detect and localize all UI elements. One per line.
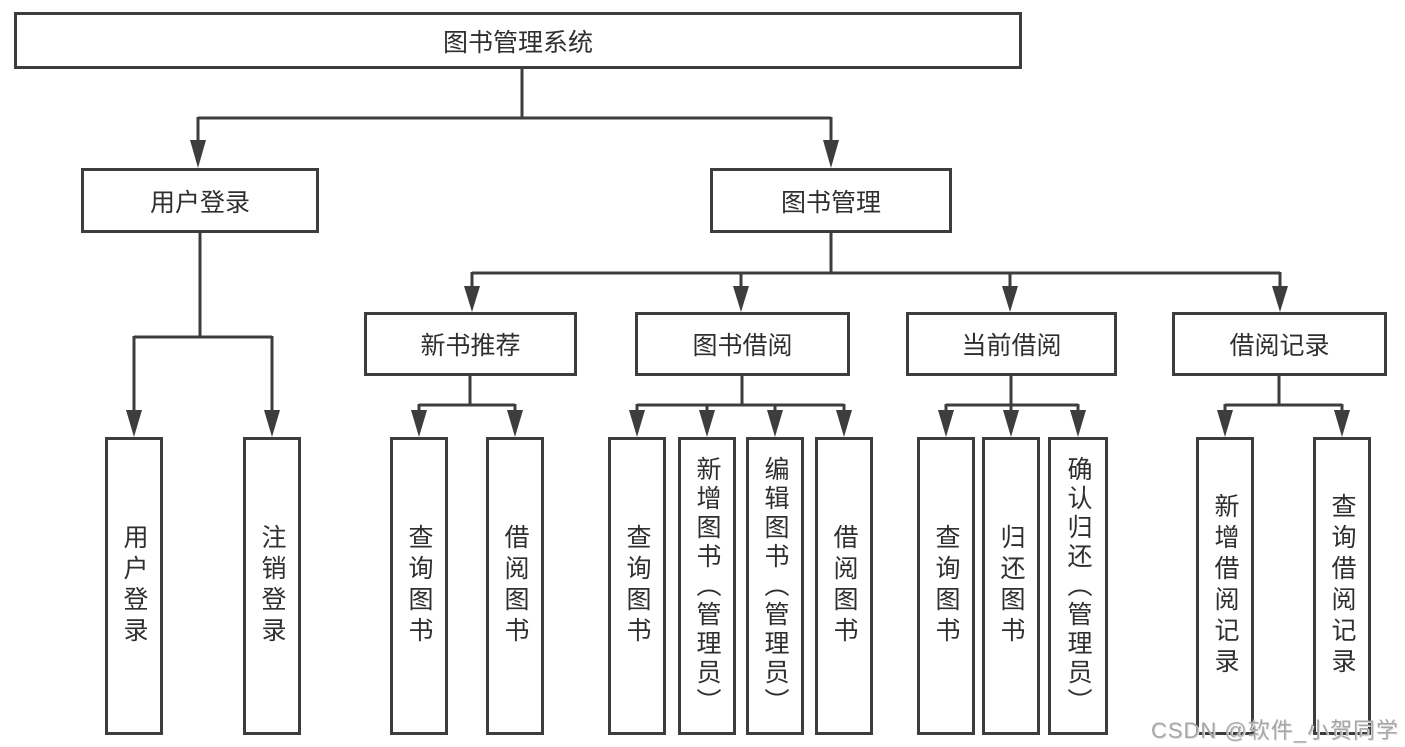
- node-borrowing-records: 借阅记录: [1172, 312, 1387, 376]
- leaf-query-book-current-label: 查询图书: [932, 524, 960, 648]
- leaf-borrow-book-recommend-label: 借阅图书: [501, 524, 529, 648]
- leaf-add-borrow-record-label: 新增借阅记录: [1211, 493, 1239, 679]
- leaf-return-book: 归还图书: [982, 437, 1040, 735]
- arrowheads-level2: [190, 140, 839, 168]
- leaf-add-book-admin: 新增图书（管理员）: [678, 437, 736, 735]
- connector-newbook-to-leaves: [417, 376, 517, 412]
- leaf-user-login: 用户登录: [105, 437, 163, 735]
- leaf-add-borrow-record: 新增借阅记录: [1196, 437, 1254, 735]
- csdn-watermark: CSDN @软件_小贺同学: [1150, 718, 1399, 743]
- node-new-book-recommend: 新书推荐: [364, 312, 577, 376]
- leaf-query-book-recommend: 查询图书: [390, 437, 448, 735]
- connector-borrowing-to-leaves: [635, 376, 846, 412]
- arrowheads-login-leaves: [126, 410, 280, 437]
- leaf-borrow-book-borrowing: 借阅图书: [815, 437, 873, 735]
- node-book-management: 图书管理: [710, 168, 952, 233]
- leaf-logout-label: 注销登录: [258, 524, 286, 648]
- leaf-query-book-borrowing-label: 查询图书: [623, 524, 651, 648]
- node-root-system: 图书管理系统: [14, 12, 1022, 69]
- connector-login-to-leaves: [132, 233, 274, 412]
- connector-mgmt-to-level3: [470, 233, 1282, 288]
- leaf-query-book-current: 查询图书: [917, 437, 975, 735]
- leaf-confirm-return-admin: 确认归还（管理员）: [1048, 437, 1108, 735]
- leaf-borrow-book-recommend: 借阅图书: [486, 437, 544, 735]
- leaf-edit-book-admin: 编辑图书（管理员）: [746, 437, 804, 735]
- leaf-add-book-admin-label: 新增图书（管理员）: [693, 455, 721, 717]
- leaf-query-borrow-record-label: 查询借阅记录: [1328, 493, 1356, 679]
- arrowheads-level3: [464, 286, 1288, 312]
- leaf-confirm-return-admin-label: 确认归还（管理员）: [1064, 455, 1092, 717]
- arrowheads-level4: [411, 410, 1350, 437]
- leaf-return-book-label: 归还图书: [997, 524, 1025, 648]
- node-root-label: 图书管理系统: [442, 28, 593, 57]
- leaf-query-borrow-record: 查询借阅记录: [1313, 437, 1371, 735]
- node-book-borrowing: 图书借阅: [635, 312, 850, 376]
- node-new-book-recommend-label: 新书推荐: [420, 332, 521, 360]
- leaf-logout: 注销登录: [243, 437, 301, 735]
- leaf-user-login-label: 用户登录: [120, 524, 148, 648]
- leaf-borrow-book-borrowing-label: 借阅图书: [830, 524, 858, 648]
- connector-root-to-level2: [196, 69, 833, 142]
- node-user-login-label: 用户登录: [149, 188, 250, 217]
- connector-records-to-leaves: [1223, 376, 1344, 412]
- leaf-query-book-borrowing: 查询图书: [608, 437, 666, 735]
- leaf-edit-book-admin-label: 编辑图书（管理员）: [761, 455, 789, 717]
- node-user-login: 用户登录: [81, 168, 319, 233]
- node-book-borrowing-label: 图书借阅: [692, 332, 793, 360]
- node-borrowing-records-label: 借阅记录: [1229, 332, 1330, 360]
- node-current-borrowing-label: 当前借阅: [961, 332, 1062, 360]
- node-book-management-label: 图书管理: [780, 188, 881, 217]
- node-current-borrowing: 当前借阅: [906, 312, 1117, 376]
- leaf-query-book-recommend-label: 查询图书: [405, 524, 433, 648]
- connector-current-to-leaves: [944, 376, 1080, 412]
